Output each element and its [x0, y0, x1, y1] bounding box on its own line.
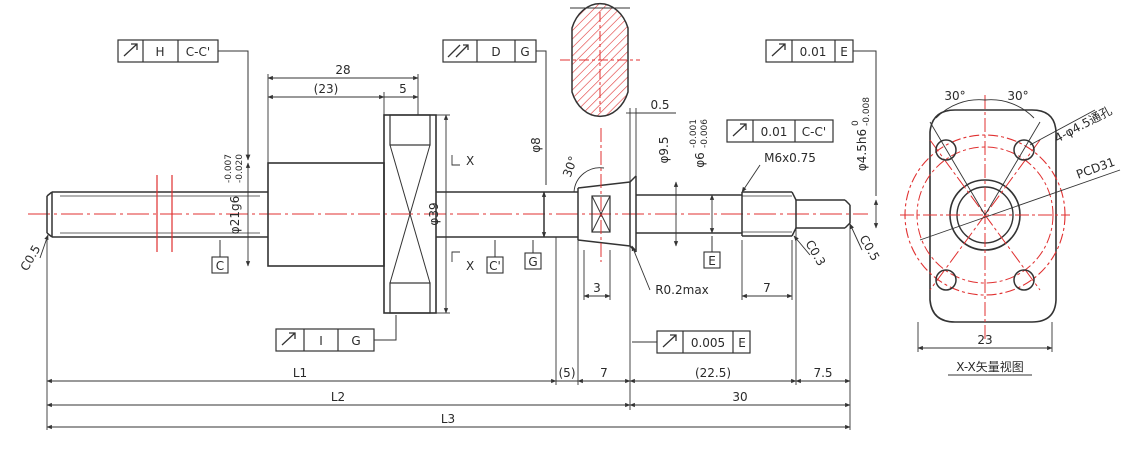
tol-h-datum: C-C' — [186, 45, 210, 59]
dim-l3: L3 — [441, 412, 455, 426]
dim-30: 30 — [732, 390, 747, 404]
dim-23: (23) — [314, 82, 339, 96]
datum-e: E — [703, 236, 721, 269]
svg-text:E: E — [708, 254, 716, 268]
tol-top-right-value: 0.01 — [800, 45, 827, 59]
dim-l2: L2 — [331, 390, 345, 404]
break-marks — [156, 175, 173, 252]
flange-pcd: PCD31 — [1074, 155, 1116, 182]
dim-r02: R0.2max — [655, 283, 709, 297]
tol-mid-datum: C-C' — [802, 125, 826, 139]
flange-width: 23 — [977, 333, 992, 347]
flange-top-block — [389, 114, 431, 146]
tol-bottom-value: 0.005 — [691, 336, 725, 350]
dim-c03: C0.3 — [803, 238, 829, 269]
dim-5-paren: (5) — [559, 366, 576, 380]
dim-l1: L1 — [293, 366, 307, 380]
dimension-lines — [39, 74, 879, 430]
svg-text:-0.007: -0.007 — [224, 154, 234, 183]
svg-text:C': C' — [489, 259, 501, 273]
dim-7-5: 7.5 — [813, 366, 832, 380]
tolerance-frame-mid: 0.01 C-C' — [726, 119, 834, 143]
svg-text:C: C — [216, 259, 224, 273]
section-view-top — [560, 2, 640, 118]
flange-angle-1: 30° — [944, 89, 965, 103]
dim-phi6: φ6 -0.001 -0.006 — [689, 119, 710, 168]
flange-outline — [929, 109, 1057, 323]
tol-top-right-datum: E — [840, 45, 848, 59]
runout-icon — [662, 334, 677, 348]
dim-3: 3 — [593, 281, 601, 295]
dim-0-5: 0.5 — [650, 98, 669, 112]
svg-text:φ6: φ6 — [693, 152, 707, 168]
svg-text:G: G — [528, 255, 537, 269]
dim-5: 5 — [399, 82, 407, 96]
dim-phi39: φ39 — [427, 202, 441, 225]
runout-icon — [771, 43, 786, 57]
datum-c: C — [211, 240, 229, 274]
dim-28: 28 — [335, 63, 350, 77]
datum-c-prime: C' — [486, 240, 504, 274]
section-mark-bottom: X — [466, 259, 474, 273]
dim-7-bottom: 7 — [600, 366, 608, 380]
tolerance-frame-dg: D G — [442, 39, 547, 185]
dim-7-mid: 7 — [763, 281, 771, 295]
flange-end-view: 30° 30° 4-φ4.5通孔 PCD31 23 X-X矢量视图 — [900, 89, 1121, 376]
dim-c05-left: C0.5 — [18, 243, 44, 274]
svg-text:-0.020: -0.020 — [235, 154, 245, 183]
flange-view-title: X-X矢量视图 — [956, 359, 1024, 374]
dim-phi21: φ21g6 -0.007 -0.020 — [224, 154, 245, 235]
tol-ig-datum: G — [351, 334, 360, 348]
runout-icon — [123, 43, 138, 57]
dim-angle-30: 30° — [560, 154, 580, 179]
tol-bottom-datum: E — [738, 336, 746, 350]
mounting-holes — [935, 139, 1035, 291]
left-shaft-segment — [46, 191, 268, 238]
tolerance-frame-ig: I G — [275, 315, 397, 352]
dim-phi8: φ8 — [529, 137, 543, 153]
tol-dg-datum: G — [520, 45, 529, 59]
dimension-texts: 28 (23) 5 φ21g6 -0.007 -0.020 φ39 φ8 0.5… — [18, 63, 883, 426]
svg-text:φ21g6: φ21g6 — [228, 196, 242, 234]
tol-ig-value: I — [319, 334, 323, 348]
svg-text:-0.006: -0.006 — [700, 119, 710, 148]
svg-text:0: 0 — [851, 120, 861, 126]
section-mark-top: X — [466, 154, 474, 168]
tol-mid-value: 0.01 — [761, 125, 788, 139]
dim-22-5: (22.5) — [695, 366, 731, 380]
tol-dg-value: D — [491, 45, 500, 59]
dim-m6: M6x0.75 — [764, 151, 816, 165]
tolerance-frame-h: H C-C' — [117, 39, 251, 161]
runout-icon — [732, 123, 747, 137]
dim-phi9-5: φ9.5 — [657, 137, 671, 164]
shaft-view — [28, 114, 868, 314]
journal-phi6 — [636, 194, 742, 234]
tol-h-value: H — [155, 45, 164, 59]
dim-phi4-5: φ4.5h6 0 -0.008 — [851, 97, 872, 171]
flange-bottom-block — [389, 282, 431, 314]
total-runout-icon — [447, 44, 469, 58]
flange-cross-b — [389, 144, 431, 284]
dim-c05-right: C0.5 — [857, 233, 883, 264]
tolerance-frame-top-right: 0.01 E — [765, 39, 877, 196]
datum-g: G — [524, 240, 542, 270]
tolerance-frame-bottom: 0.005 E — [632, 330, 751, 354]
end-phi45 — [795, 199, 851, 229]
svg-text:φ4.5h6: φ4.5h6 — [855, 129, 869, 171]
thread-m6 — [741, 191, 797, 237]
svg-text:-0.008: -0.008 — [862, 97, 872, 126]
runout-icon — [281, 332, 296, 346]
flange-angle-2: 30° — [1007, 89, 1028, 103]
flange-holes-note: 4-φ4.5通孔 — [1052, 104, 1114, 146]
svg-text:-0.001: -0.001 — [689, 119, 699, 148]
